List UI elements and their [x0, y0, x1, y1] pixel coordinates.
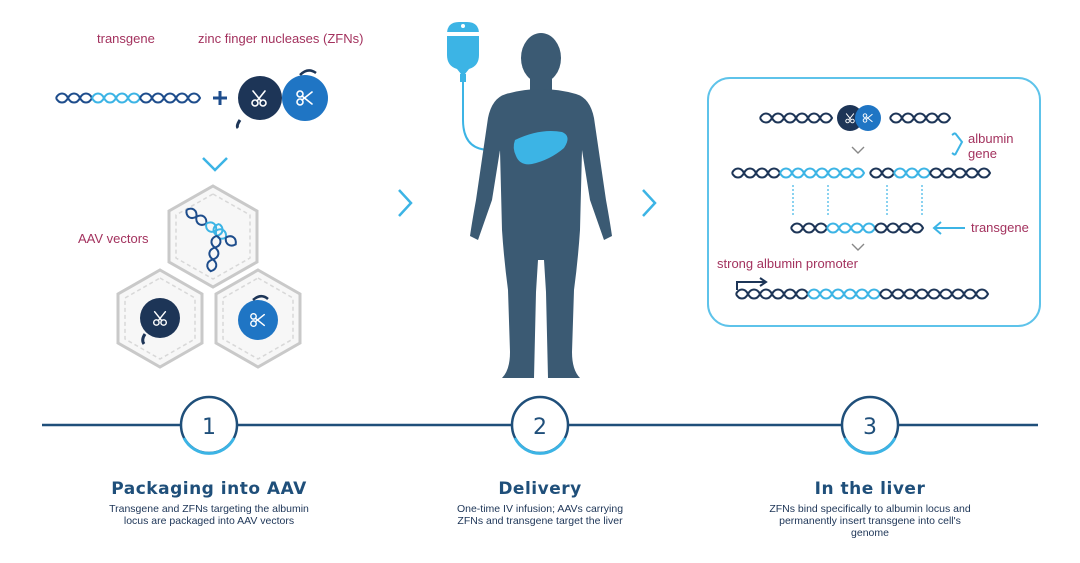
transgene-dna-icon	[55, 92, 201, 104]
step-1-number: 1	[202, 415, 216, 440]
iv-bag-icon	[447, 22, 505, 151]
step-1-desc-line: Transgene and ZFNs targeting the albumin	[109, 503, 309, 515]
zfn-label: zinc finger nucleases (ZFNs)	[198, 31, 363, 46]
zfn-bound-icon	[837, 105, 881, 131]
step-2-marker: 2	[510, 395, 570, 455]
chevron-down-icon	[202, 157, 228, 172]
alignment-guides	[792, 185, 923, 215]
step-1-desc-line: locus are packaged into AAV vectors	[123, 515, 295, 527]
step-3-desc-line: genome	[851, 527, 889, 539]
step-3-title: In the liver	[814, 479, 926, 499]
step-1-marker: 1	[179, 395, 239, 455]
step-2-desc-line: One-time IV infusion; AAVs carrying	[456, 503, 624, 515]
aav-capsid-top-icon	[167, 184, 259, 289]
liver-icon	[513, 131, 568, 165]
step-3-marker: 3	[840, 395, 900, 455]
arrow-left-icon	[932, 221, 965, 235]
chevron-down-icon	[851, 243, 865, 251]
transgene-right-label: transgene	[971, 220, 1029, 235]
aav-vectors-label: AAV vectors	[78, 231, 149, 246]
chevron-down-icon	[851, 146, 865, 154]
albumin-gene-bracket	[951, 132, 964, 156]
step-2-desc-line: ZFNs and transgene target the liver	[457, 515, 623, 527]
step-2-title: Delivery	[498, 479, 582, 499]
plus-icon	[213, 91, 227, 105]
step-3-number: 3	[863, 415, 877, 440]
chevron-right-icon	[398, 189, 413, 217]
step-3-desc-line: permanently insert transgene into cell's	[779, 515, 961, 527]
step-1-description: Transgene and ZFNs targeting the albumin…	[59, 503, 359, 527]
chevron-right-icon	[642, 189, 657, 217]
aav-capsid-right-icon	[214, 268, 302, 369]
liver-detail-box	[707, 77, 1041, 327]
albumin-label: albumin	[968, 131, 1014, 146]
step-1-title: Packaging into AAV	[111, 479, 307, 499]
step-3-description: ZFNs bind specifically to albumin locus …	[720, 503, 1020, 539]
promoter-label: strong albumin promoter	[717, 256, 859, 271]
transgene-label: transgene	[97, 31, 155, 46]
zfn-pair-icon	[235, 69, 328, 130]
human-body-icon	[470, 33, 612, 378]
promoter-arrow-icon	[736, 277, 768, 290]
gene-label: gene	[968, 146, 997, 161]
aav-capsid-left-icon	[116, 268, 204, 369]
step-2-description: One-time IV infusion; AAVs carrying ZFNs…	[390, 503, 690, 527]
step-3-desc-line: ZFNs bind specifically to albumin locus …	[769, 503, 971, 515]
step-2-number: 2	[533, 415, 547, 440]
